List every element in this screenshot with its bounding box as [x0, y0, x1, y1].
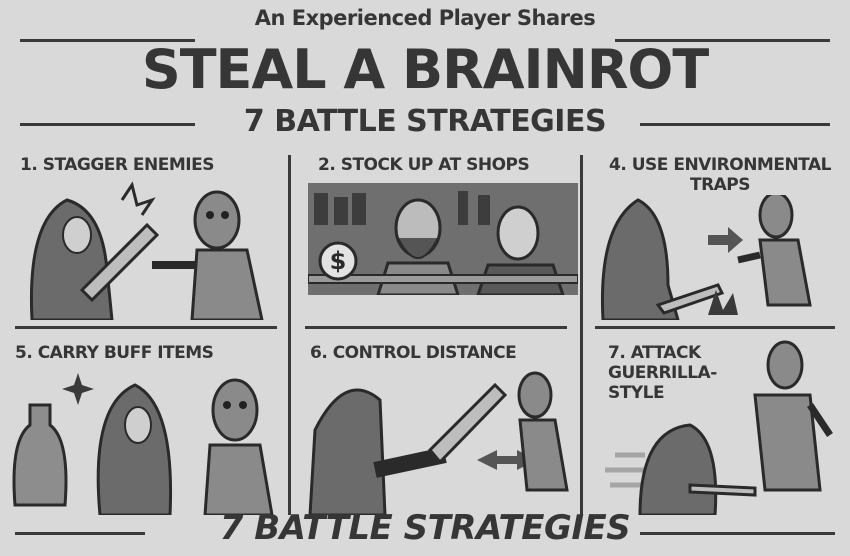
page-title: STEAL A BRAINROT [141, 38, 709, 101]
subtitle: An Experienced Player Shares [254, 6, 596, 30]
divider [580, 155, 583, 515]
divider [305, 326, 567, 329]
divider [595, 326, 835, 329]
panel-label: 2. STOCK UP AT SHOPS [318, 155, 530, 175]
panel-label: 5. CARRY BUFF ITEMS [15, 343, 214, 363]
divider [288, 155, 291, 515]
divider [640, 532, 835, 535]
divider [20, 39, 195, 42]
footer-heading: 7 BATTLE STRATEGIES [219, 508, 631, 548]
distance-illustration [308, 371, 569, 515]
panel-label: 6. CONTROL DISTANCE [310, 343, 517, 363]
strategies-heading: 7 BATTLE STRATEGIES [243, 104, 607, 139]
shop-illustration: $ [308, 183, 578, 295]
traps-illustration [600, 195, 812, 320]
guerrilla-illustration [605, 340, 833, 515]
divider [15, 532, 145, 535]
buff-items-illustration [12, 373, 274, 515]
dollar-icon: $ [330, 247, 347, 275]
panel-label: 1. STAGGER ENEMIES [20, 155, 214, 175]
panel-label: 4. USE ENVIRONMENTAL TRAPS [609, 155, 831, 195]
panel-label: 7. ATTACK GUERRILLA-STYLE [608, 343, 717, 403]
divider [640, 123, 830, 126]
divider [615, 39, 830, 42]
stagger-illustration [29, 181, 264, 320]
divider [20, 123, 195, 126]
divider [15, 326, 277, 329]
